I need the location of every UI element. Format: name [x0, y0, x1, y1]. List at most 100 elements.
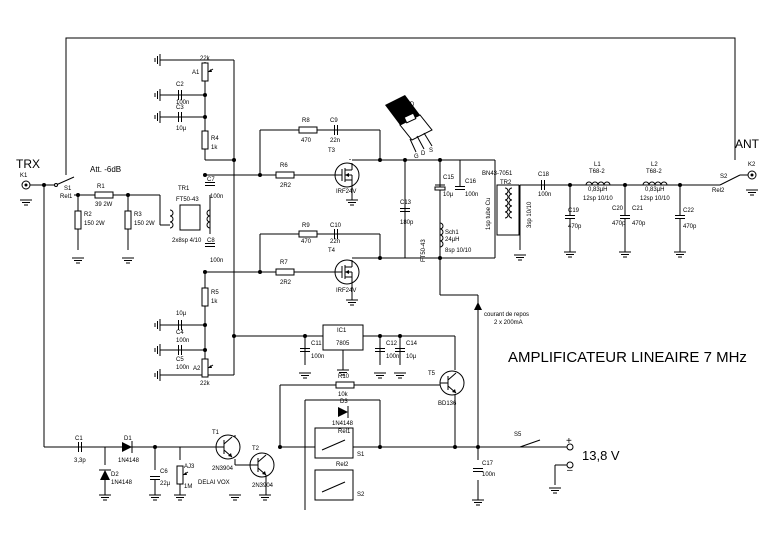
- svg-text:Sch1: Sch1: [445, 230, 459, 236]
- svg-text:10µ: 10µ: [443, 192, 454, 198]
- svg-text:BD136: BD136: [438, 401, 457, 407]
- svg-text:3,3p: 3,3p: [74, 458, 86, 464]
- svg-text:3sp 10/10: 3sp 10/10: [527, 201, 533, 228]
- svg-text:24µH: 24µH: [445, 237, 459, 243]
- svg-text:C9: C9: [330, 118, 338, 124]
- fet-t4-stage: R9 470 C10 22n R7 2R2 T4 IRF24V: [275, 223, 360, 294]
- svg-text:T4: T4: [328, 248, 336, 254]
- svg-text:22k: 22k: [200, 56, 211, 62]
- svg-text:22k: 22k: [200, 381, 211, 387]
- s1-label: S1: [64, 186, 72, 192]
- low-pass-filter: C18 100n L1 T68-2 0,83µH 12sp 10/10 L2 T…: [538, 162, 697, 252]
- svg-text:470p: 470p: [632, 221, 646, 227]
- svg-text:1M: 1M: [184, 484, 192, 490]
- svg-text:0,83µH: 0,83µH: [588, 187, 607, 193]
- svg-text:470p: 470p: [683, 224, 697, 230]
- svg-text:10µ: 10µ: [176, 311, 187, 317]
- input-transformer-tr1: TR1 FT50-43 2x8sp 4/10: [169, 186, 211, 244]
- svg-text:10µ: 10µ: [406, 354, 417, 360]
- svg-text:7805: 7805: [336, 341, 350, 347]
- svg-text:C5: C5: [176, 357, 184, 363]
- svg-text:G: G: [414, 154, 419, 160]
- s2-label: S2: [720, 174, 728, 180]
- svg-text:C1: C1: [75, 436, 83, 442]
- svg-text:C15: C15: [443, 175, 455, 181]
- svg-text:470: 470: [301, 239, 312, 245]
- svg-text:R3: R3: [134, 212, 142, 218]
- bias-network-top: 22k A1 C2 100n C3 10µ R4 1k C7 100n: [176, 56, 223, 200]
- fet-t3-stage: R8 470 C9 22n R6 2R2 T3 IRF24V: [275, 118, 360, 195]
- svg-text:R7: R7: [280, 260, 288, 266]
- svg-text:22n: 22n: [330, 138, 340, 144]
- svg-text:470: 470: [301, 138, 312, 144]
- svg-text:1N4148: 1N4148: [118, 458, 140, 464]
- svg-text:1N4148: 1N4148: [332, 421, 354, 427]
- svg-text:0,83µH: 0,83µH: [645, 187, 664, 193]
- svg-text:D: D: [421, 151, 426, 157]
- vox-circuit: C1 3,3p D1 1N4148 D2 1N4148 C6 22µ AJ3 1…: [74, 430, 275, 495]
- svg-text:8sp 10/10: 8sp 10/10: [445, 248, 472, 254]
- svg-text:D3: D3: [340, 399, 348, 405]
- svg-text:100n: 100n: [176, 338, 189, 344]
- junction-dots: [42, 93, 682, 449]
- svg-text:R9: R9: [302, 223, 310, 229]
- svg-text:A2: A2: [193, 366, 201, 372]
- diagram-title: AMPLIFICATEUR LINEAIRE 7 MHz: [508, 349, 747, 366]
- bias-network-bottom: C8 100n R5 1k 10µ C4 100n C5 100n A2 22k: [176, 238, 223, 387]
- attenuator-label: Att. -6dB: [90, 165, 121, 174]
- svg-text:470p: 470p: [568, 224, 582, 230]
- svg-text:D1: D1: [124, 436, 132, 442]
- svg-text:S1: S1: [357, 452, 365, 458]
- svg-text:100n: 100n: [176, 365, 189, 371]
- svg-text:180p: 180p: [400, 220, 414, 226]
- svg-text:1k: 1k: [211, 299, 218, 305]
- svg-text:10k: 10k: [338, 392, 349, 398]
- svg-text:TR2: TR2: [500, 180, 512, 186]
- svg-text:10µ: 10µ: [176, 126, 187, 132]
- svg-text:100n: 100n: [311, 354, 324, 360]
- k1-label: K1: [20, 173, 28, 179]
- connectors: TRX K1 ANT K2: [16, 137, 760, 190]
- svg-text:100n: 100n: [386, 354, 399, 360]
- bias-annotation: courant de repos 2 x 200mA: [474, 295, 529, 326]
- svg-text:TR1: TR1: [178, 186, 190, 192]
- svg-text:22µ: 22µ: [160, 481, 171, 487]
- svg-text:2R2: 2R2: [280, 183, 292, 189]
- svg-text:DELAI VOX: DELAI VOX: [198, 480, 230, 486]
- relay-control: T5 BD136 R10 10k D3 1N4148 Rel1 S1 Rel2 …: [314, 370, 495, 501]
- svg-text:2R2: 2R2: [280, 280, 292, 286]
- svg-text:C21: C21: [632, 206, 644, 212]
- svg-text:C22: C22: [683, 208, 695, 214]
- svg-text:R1: R1: [97, 184, 105, 190]
- svg-text:100n: 100n: [465, 192, 478, 198]
- svg-text:T2: T2: [252, 446, 260, 452]
- rel2-label: Rel2: [712, 188, 725, 194]
- svg-text:2 x 200mA: 2 x 200mA: [494, 320, 523, 326]
- svg-text:–: –: [567, 465, 573, 476]
- svg-text:2N3904: 2N3904: [252, 483, 274, 489]
- svg-text:IC1: IC1: [337, 328, 347, 334]
- svg-text:R2: R2: [84, 212, 92, 218]
- svg-text:IRF24V: IRF24V: [336, 189, 356, 195]
- svg-text:C19: C19: [568, 208, 580, 214]
- svg-text:470p: 470p: [612, 221, 626, 227]
- svg-text:2x8sp 4/10: 2x8sp 4/10: [172, 238, 202, 244]
- svg-text:C12: C12: [386, 341, 398, 347]
- svg-text:100n: 100n: [538, 192, 551, 198]
- svg-text:R4: R4: [211, 136, 219, 142]
- rel1-label: Rel1: [60, 194, 73, 200]
- svg-text:C14: C14: [406, 341, 418, 347]
- svg-text:12sp 10/10: 12sp 10/10: [640, 196, 670, 202]
- svg-text:R8: R8: [302, 118, 310, 124]
- svg-text:R6: R6: [280, 163, 288, 169]
- svg-text:D: D: [410, 102, 415, 108]
- svg-text:R10: R10: [338, 374, 350, 380]
- svg-text:C3: C3: [176, 105, 184, 111]
- supply-voltage: 13,8 V: [582, 448, 620, 463]
- svg-text:C11: C11: [311, 341, 322, 347]
- svg-text:100n: 100n: [210, 258, 223, 264]
- to220-package-icon: D G D S: [385, 95, 433, 160]
- svg-text:A1: A1: [192, 70, 200, 76]
- svg-text:12sp 10/10: 12sp 10/10: [583, 196, 613, 202]
